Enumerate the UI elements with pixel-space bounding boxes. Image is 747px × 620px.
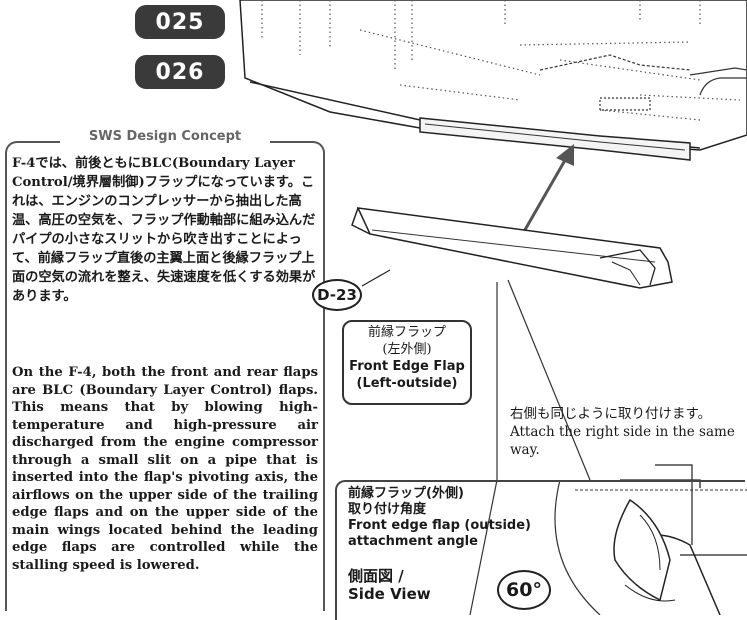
step-number: 025	[135, 5, 225, 39]
side-view-ja: 側面図 /	[348, 567, 404, 585]
part-number-badge: D-23	[312, 279, 362, 311]
note-en: Attach the right side in the same way.	[510, 424, 735, 458]
attachment-angle-box	[335, 480, 745, 620]
step-number: 026	[135, 55, 225, 89]
part-name-en: Front Edge Flap	[349, 359, 465, 374]
angle-title-ja-2: 取り付け角度	[348, 502, 427, 517]
angle-title-ja-1: 前縁フラップ(外側)	[348, 486, 464, 501]
part-name-ja: 前縁フラップ	[367, 325, 446, 340]
right-side-note: 右側も同じように取り付けます。 Attach the right side in…	[510, 405, 747, 459]
side-view-label: 側面図 / Side View	[348, 567, 431, 603]
angle-title-en-1: Front edge flap (outside)	[348, 518, 531, 533]
side-view-en: Side View	[348, 585, 431, 603]
note-ja: 右側も同じように取り付けます。	[510, 406, 712, 422]
part-side-ja: (左外側)	[382, 342, 432, 357]
angle-degree-badge: 60°	[497, 570, 551, 610]
part-label: 前縁フラップ (左外側) Front Edge Flap (Left-outsi…	[342, 320, 472, 405]
part-side-en: (Left-outside)	[356, 376, 458, 391]
design-concept-title: SWS Design Concept	[60, 129, 270, 144]
angle-title-en-2: attachment angle	[348, 534, 478, 549]
attachment-angle-title: 前縁フラップ(外側) 取り付け角度 Front edge flap (outsi…	[348, 486, 548, 550]
design-concept-text-ja: F-4では、前後ともにBLC(Boundary Layer Control/境界…	[12, 156, 316, 304]
design-concept-text-en: On the F-4, both the front and rear flap…	[12, 365, 318, 573]
